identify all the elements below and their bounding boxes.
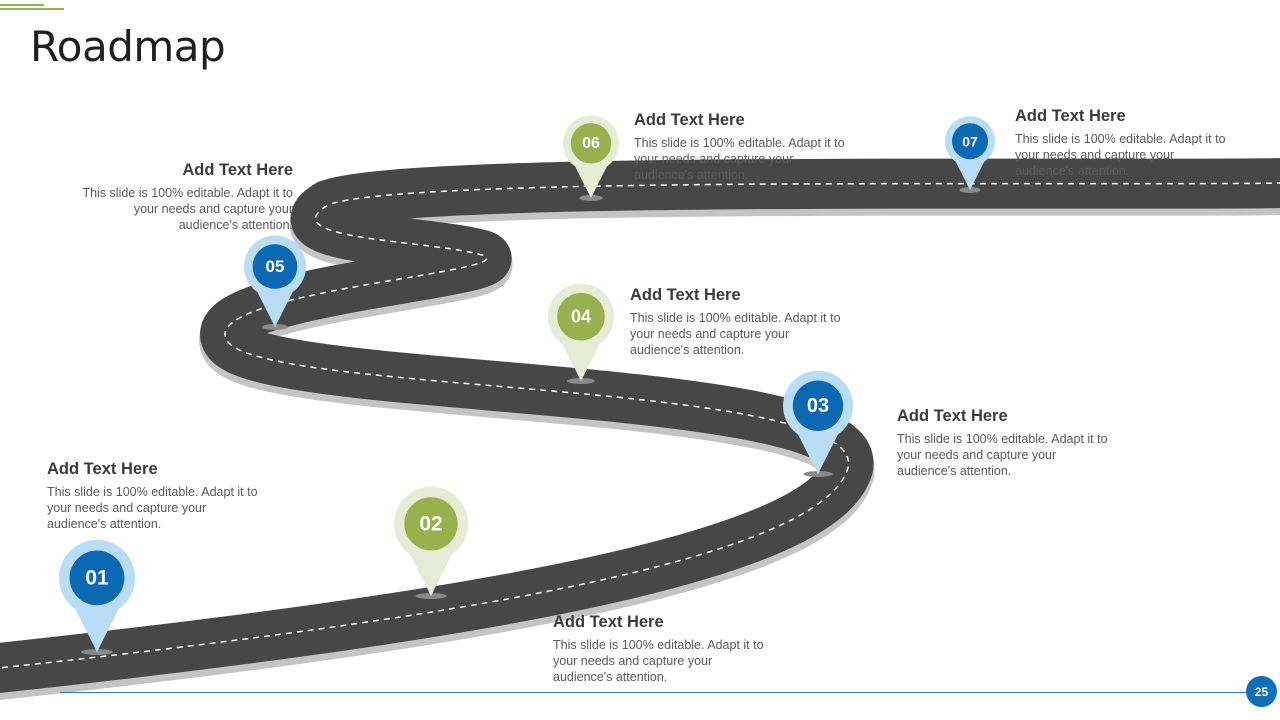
milestone-pin-04: 04 <box>548 283 614 384</box>
pin-inner-circle <box>69 550 125 606</box>
milestone-heading: Add Text Here <box>630 286 741 304</box>
milestone-heading: Add Text Here <box>1015 107 1126 125</box>
pin-inner-circle <box>792 380 844 431</box>
pin-inner-circle <box>557 292 605 341</box>
milestone-description: This slide is 100% editable. Adapt it to… <box>897 431 1108 478</box>
milestone-number: 03 <box>807 395 829 417</box>
road-center-dashes <box>0 182 1280 669</box>
footer-divider <box>60 692 1250 693</box>
pin-inner-circle <box>952 123 988 160</box>
pin-tail <box>573 163 609 198</box>
milestone-heading: Add Text Here <box>553 613 664 631</box>
milestone-pin-05: 05 <box>244 235 306 330</box>
milestone-heading: Add Text Here <box>897 407 1008 425</box>
milestone-heading: Add Text Here <box>182 161 293 179</box>
milestone-text-06: Add Text Here This slide is 100% editabl… <box>634 111 850 183</box>
milestone-heading: Add Text Here <box>47 460 158 478</box>
pin-tail <box>954 159 986 190</box>
pin-tail <box>796 430 840 474</box>
milestone-number: 07 <box>962 133 978 149</box>
milestone-number: 05 <box>266 257 285 276</box>
milestone-pin-07: 07 <box>945 116 995 193</box>
page-number-badge: 25 <box>1246 676 1277 707</box>
milestone-number: 06 <box>582 135 600 152</box>
page-title: Roadmap <box>30 22 226 71</box>
milestone-pin-01: 01 <box>59 539 135 655</box>
pin-tail <box>408 550 454 596</box>
milestone-text-04: Add Text Here This slide is 100% editabl… <box>630 286 846 358</box>
milestone-pin-06: 06 <box>563 115 619 201</box>
milestone-pin-02: 02 <box>394 486 468 599</box>
milestone-text-05: Add Text Here This slide is 100% editabl… <box>77 161 293 233</box>
milestone-description: This slide is 100% editable. Adapt it to… <box>1015 131 1226 178</box>
pin-tail <box>560 340 602 381</box>
milestone-description: This slide is 100% editable. Adapt it to… <box>634 135 845 182</box>
pin-tail <box>73 605 121 652</box>
pin-inner-circle <box>404 497 458 551</box>
milestone-pins: 01 02 03 04 05 06 07 <box>59 115 995 655</box>
milestone-description: This slide is 100% editable. Adapt it to… <box>47 484 258 531</box>
milestone-number: 01 <box>85 566 109 589</box>
pin-inner-circle <box>570 123 612 164</box>
milestone-description: This slide is 100% editable. Adapt it to… <box>553 637 764 684</box>
milestone-description: This slide is 100% editable. Adapt it to… <box>82 185 293 232</box>
milestone-text-03: Add Text Here This slide is 100% editabl… <box>897 407 1113 479</box>
title-accent-line-short <box>0 4 44 6</box>
pin-inner-circle <box>252 244 298 289</box>
milestone-text-01: Add Text Here This slide is 100% editabl… <box>47 460 263 532</box>
milestone-pin-03: 03 <box>783 370 853 477</box>
milestone-description: This slide is 100% editable. Adapt it to… <box>630 310 841 357</box>
milestone-text-02: Add Text Here This slide is 100% editabl… <box>553 613 769 685</box>
milestone-number: 02 <box>419 512 442 535</box>
milestone-number: 04 <box>571 307 591 327</box>
title-accent-line-long <box>0 8 64 10</box>
pin-tail <box>255 288 295 327</box>
milestone-text-07: Add Text Here This slide is 100% editabl… <box>1015 107 1231 179</box>
milestone-heading: Add Text Here <box>634 111 745 129</box>
